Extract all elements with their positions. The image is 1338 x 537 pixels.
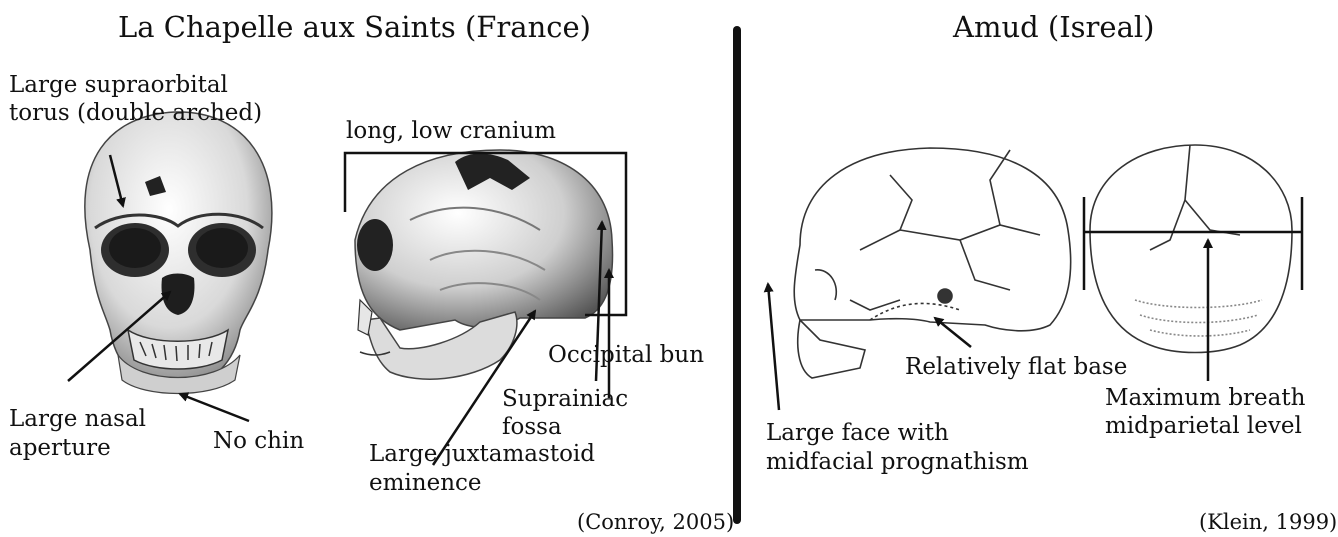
label-juxtamastoid-line1: Large juxtamastoid <box>369 441 595 468</box>
label-suprainiac-line1: Suprainiac <box>502 386 628 413</box>
label-occipital-bun: Occipital bun <box>548 342 704 369</box>
label-breadth-line2: midparietal level <box>1105 413 1302 440</box>
label-breadth-line1: Maximum breath <box>1105 385 1305 412</box>
label-cranium: long, low cranium <box>346 118 556 145</box>
arrow-face <box>768 284 779 410</box>
citation-right: (Klein, 1999) <box>1199 510 1337 534</box>
label-nasal-line2: aperture <box>9 435 111 462</box>
breadth-measurement <box>1084 197 1302 290</box>
label-suprainiac-line2: fossa <box>502 414 562 441</box>
label-flat-base: Relatively flat base <box>905 354 1127 381</box>
label-face-line2: midfacial prognathism <box>766 449 1029 476</box>
arrow-flat-base <box>935 318 971 347</box>
arrow-no-chin <box>180 394 249 421</box>
label-face-line1: Large face with <box>766 420 949 447</box>
amud-posterior-drawing <box>1090 145 1292 353</box>
label-supraorbital-line1: Large supraorbital <box>9 72 228 99</box>
label-no-chin: No chin <box>213 428 304 455</box>
right-panel-title: Amud (Isreal) <box>953 10 1154 44</box>
label-nasal-line1: Large nasal <box>9 406 146 433</box>
left-panel-title: La Chapelle aux Saints (France) <box>118 10 591 44</box>
frontal-skull-drawing <box>85 112 272 394</box>
label-juxtamastoid-line2: eminence <box>369 470 482 497</box>
label-supraorbital-line2: torus (double arched) <box>9 100 262 127</box>
citation-left: (Conroy, 2005) <box>577 510 734 534</box>
amud-lateral-drawing <box>794 148 1070 378</box>
